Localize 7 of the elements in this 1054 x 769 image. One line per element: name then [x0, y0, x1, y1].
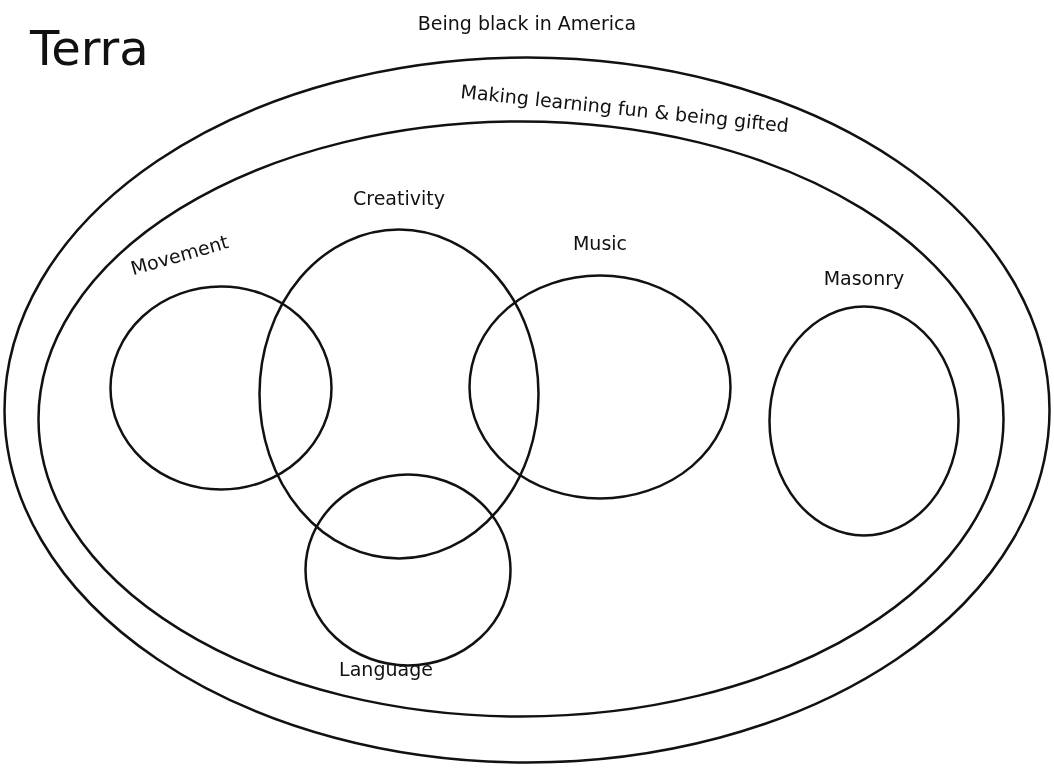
set-label: Making learning fun & being gifted	[459, 80, 790, 138]
set-label: Music	[572, 232, 628, 255]
set-label: Language	[339, 658, 433, 681]
diagram-title: Terra	[30, 22, 149, 75]
set-label: Being black in America	[417, 12, 637, 35]
set-label: Creativity	[353, 187, 445, 210]
set-label: Masonry	[823, 267, 905, 290]
